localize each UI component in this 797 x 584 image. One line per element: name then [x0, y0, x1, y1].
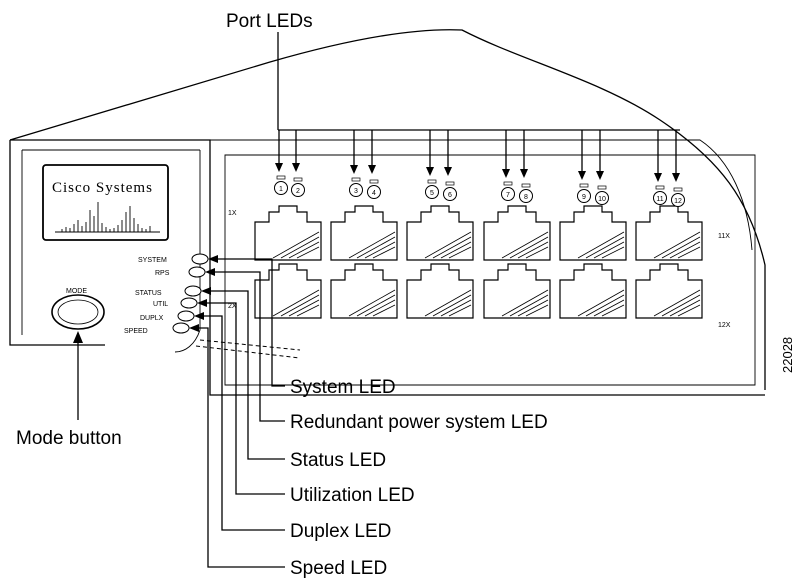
port-led-lamp — [428, 180, 436, 183]
status-led-indicator — [173, 323, 189, 333]
port-led-callout-arrow — [426, 167, 434, 176]
port-row-label-11x: 11X — [718, 233, 730, 240]
port-led-callout-arrow — [520, 169, 528, 178]
status-led-label: UTIL — [153, 301, 168, 308]
port-led-callout-arrow — [350, 165, 358, 174]
port-led-callout-arrow — [578, 171, 586, 180]
status-led-indicator — [185, 286, 201, 296]
rj45-port — [636, 264, 702, 318]
logo-histogram — [55, 202, 160, 232]
port-led-lamp — [674, 188, 682, 191]
rj45-port — [255, 264, 321, 318]
chassis-front-face — [10, 140, 765, 395]
status-led-label: SPEED — [124, 328, 148, 335]
callout-status-led: Status LED — [290, 450, 386, 471]
port-led-lamp — [504, 182, 512, 185]
rj45-port — [331, 264, 397, 318]
status-leds: SYSTEM RPS STATUS UTIL DUPLX SPEED — [124, 254, 208, 335]
figure-number: 22028 — [780, 337, 795, 373]
rj45-port — [636, 206, 702, 260]
port-led-lamp — [522, 184, 530, 187]
status-led-callout-line — [207, 303, 285, 494]
callout-rps-led: Redundant power system LED — [290, 412, 548, 433]
port-led-callout-arrow — [502, 169, 510, 178]
hidden-trace-line — [200, 340, 300, 350]
status-led-callout-arrow — [194, 312, 204, 320]
port-led-callout-arrow — [596, 171, 604, 180]
status-led-label: SYSTEM — [138, 257, 167, 264]
port-led-lamp — [352, 178, 360, 181]
port-led-number: 2 — [296, 188, 300, 195]
mode-label: MODE — [66, 288, 87, 295]
port-led-number: 3 — [354, 188, 358, 195]
chassis-top-outline — [10, 30, 765, 390]
port-led-number: 7 — [506, 192, 510, 199]
port-led-callout-lines — [275, 32, 680, 182]
rj45-port — [407, 206, 473, 260]
rj45-port — [560, 206, 626, 260]
rj45-port — [484, 264, 550, 318]
port-led-callout-arrow — [654, 173, 662, 182]
port-led-number: 12 — [674, 198, 682, 205]
port-led-number: 6 — [448, 192, 452, 199]
port-led-number: 9 — [582, 194, 586, 201]
port-led-lamp — [446, 182, 454, 185]
port-led-lamp — [580, 184, 588, 187]
status-led-label: DUPLX — [140, 315, 164, 322]
status-led-callout-arrow — [197, 299, 207, 307]
port-led-number: 4 — [372, 190, 376, 197]
callout-utilization-led: Utilization LED — [290, 485, 415, 506]
port-led-lamp — [598, 186, 606, 189]
status-led-indicator — [192, 254, 208, 264]
status-led-indicator — [189, 267, 205, 277]
port-led-callout-arrow — [444, 167, 452, 176]
port-led-number: 8 — [524, 194, 528, 201]
status-led-indicator — [181, 298, 197, 308]
callout-speed-led: Speed LED — [290, 558, 387, 579]
callout-system-led: System LED — [290, 377, 396, 398]
mode-button-callout-arrow — [73, 331, 83, 343]
logo-text: Cisco Systems — [52, 180, 153, 196]
status-led-callout-arrow — [201, 287, 211, 295]
callout-port-leds: Port LEDs — [226, 11, 313, 32]
status-led-callout-arrow — [189, 324, 199, 332]
port-led-lamp — [656, 186, 664, 189]
rj45-port — [560, 264, 626, 318]
callout-mode-button: Mode button — [16, 428, 122, 449]
port-led-lamp — [370, 180, 378, 183]
status-led-label: STATUS — [135, 290, 162, 297]
logo-box — [43, 165, 168, 240]
port-led-lamp — [294, 178, 302, 181]
port-led-callout-arrow — [672, 173, 680, 182]
port-led-number: 5 — [430, 190, 434, 197]
status-led-label: RPS — [155, 270, 170, 277]
rj45-port — [255, 206, 321, 260]
port-led-lamp — [277, 176, 285, 179]
port-row-label-1x: 1X — [228, 210, 237, 217]
rj45-port — [331, 206, 397, 260]
callout-duplex-led: Duplex LED — [290, 521, 391, 542]
status-led-callout-line — [204, 316, 285, 530]
rj45-port — [484, 206, 550, 260]
port-led-callout-arrow — [275, 163, 283, 172]
rj45-ports — [255, 206, 702, 318]
port-led-callout-arrow — [292, 163, 300, 172]
port-led-number: 1 — [279, 186, 283, 193]
port-led-number: 11 — [656, 196, 663, 203]
status-led-indicator — [178, 311, 194, 321]
rj45-port — [407, 264, 473, 318]
port-led-number: 10 — [598, 196, 606, 203]
port-led-callout-arrow — [368, 165, 376, 174]
port-row-label-12x: 12X — [718, 322, 731, 329]
